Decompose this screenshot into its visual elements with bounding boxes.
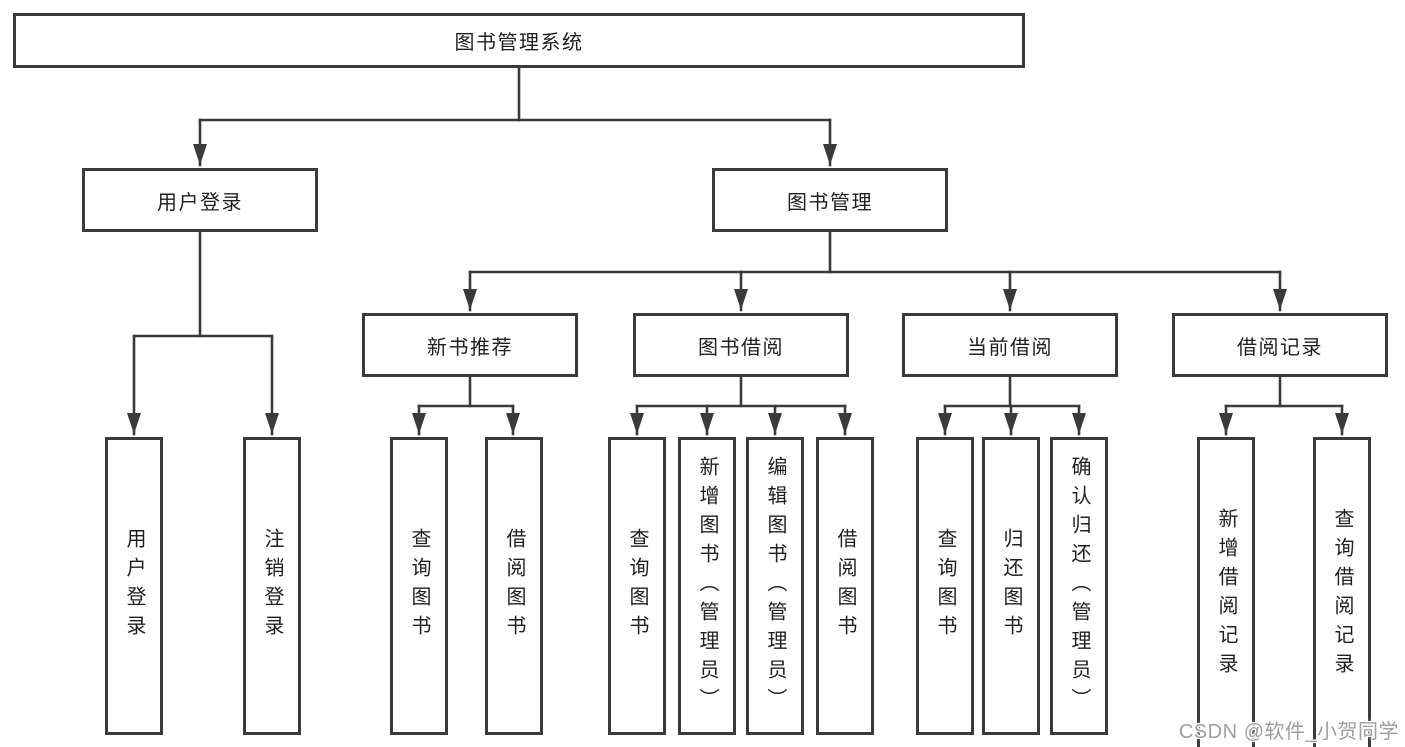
connector-current-to-leaves [938, 375, 1086, 436]
leaf-record-query: 查询借阅记录 [1313, 437, 1371, 747]
node-new-book-recommend: 新书推荐 [362, 313, 578, 377]
node-borrow-records-label: 借阅记录 [1237, 336, 1323, 359]
leaf-borrow-add-admin: 新增图书（管理员） [678, 437, 736, 735]
node-book-manage-label: 图书管理 [787, 191, 873, 214]
leaf-borrow-edit-admin-label: 编辑图书（管理员） [764, 455, 786, 717]
connector-manage-to-level3 [463, 230, 1287, 312]
node-current-borrow: 当前借阅 [902, 313, 1118, 377]
leaf-record-add-label: 新增借阅记录 [1215, 507, 1237, 682]
connector-login-to-leaves [127, 230, 279, 436]
leaf-current-query-label: 查询图书 [934, 528, 956, 644]
leaf-newbook-query: 查询图书 [390, 437, 448, 735]
leaf-newbook-query-label: 查询图书 [408, 528, 430, 644]
node-book-manage: 图书管理 [712, 168, 948, 232]
connector-root-to-level2 [193, 66, 837, 167]
leaf-current-return: 归还图书 [982, 437, 1040, 735]
node-user-login: 用户登录 [82, 168, 318, 232]
leaf-logout: 注销登录 [243, 437, 301, 735]
leaf-newbook-borrow: 借阅图书 [485, 437, 543, 735]
leaf-newbook-borrow-label: 借阅图书 [503, 528, 525, 644]
node-borrow-records: 借阅记录 [1172, 313, 1388, 377]
leaf-current-return-label: 归还图书 [1000, 528, 1022, 644]
leaf-borrow-query-label: 查询图书 [626, 528, 648, 644]
node-new-book-recommend-label: 新书推荐 [427, 336, 513, 359]
leaf-current-query: 查询图书 [916, 437, 974, 735]
leaf-record-query-label: 查询借阅记录 [1331, 507, 1353, 682]
leaf-borrow-add-admin-label: 新增图书（管理员） [696, 455, 718, 717]
leaf-record-add: 新增借阅记录 [1197, 437, 1255, 747]
leaf-borrow-edit-admin: 编辑图书（管理员） [746, 437, 804, 735]
leaf-user-login: 用户登录 [105, 437, 163, 735]
node-current-borrow-label: 当前借阅 [967, 336, 1053, 359]
node-book-borrow-label: 图书借阅 [698, 336, 784, 359]
leaf-borrow-book-label: 借阅图书 [834, 528, 856, 644]
node-root-label: 图书管理系统 [454, 32, 584, 54]
connector-newbook-to-leaves [412, 375, 520, 436]
watermark: CSDN @软件_小贺同学 [1178, 721, 1399, 743]
leaf-logout-label: 注销登录 [261, 528, 283, 644]
leaf-current-confirm-admin-label: 确认归还（管理员） [1068, 455, 1090, 717]
leaf-user-login-label: 用户登录 [123, 528, 145, 644]
node-user-login-label: 用户登录 [157, 191, 243, 214]
leaf-borrow-query: 查询图书 [608, 437, 666, 735]
leaf-borrow-book: 借阅图书 [816, 437, 874, 735]
node-book-borrow: 图书借阅 [633, 313, 849, 377]
connector-borrow-to-leaves [630, 375, 852, 436]
node-root: 图书管理系统 [13, 13, 1025, 68]
leaf-current-confirm-admin: 确认归还（管理员） [1050, 437, 1108, 735]
connector-records-to-leaves [1219, 375, 1349, 436]
